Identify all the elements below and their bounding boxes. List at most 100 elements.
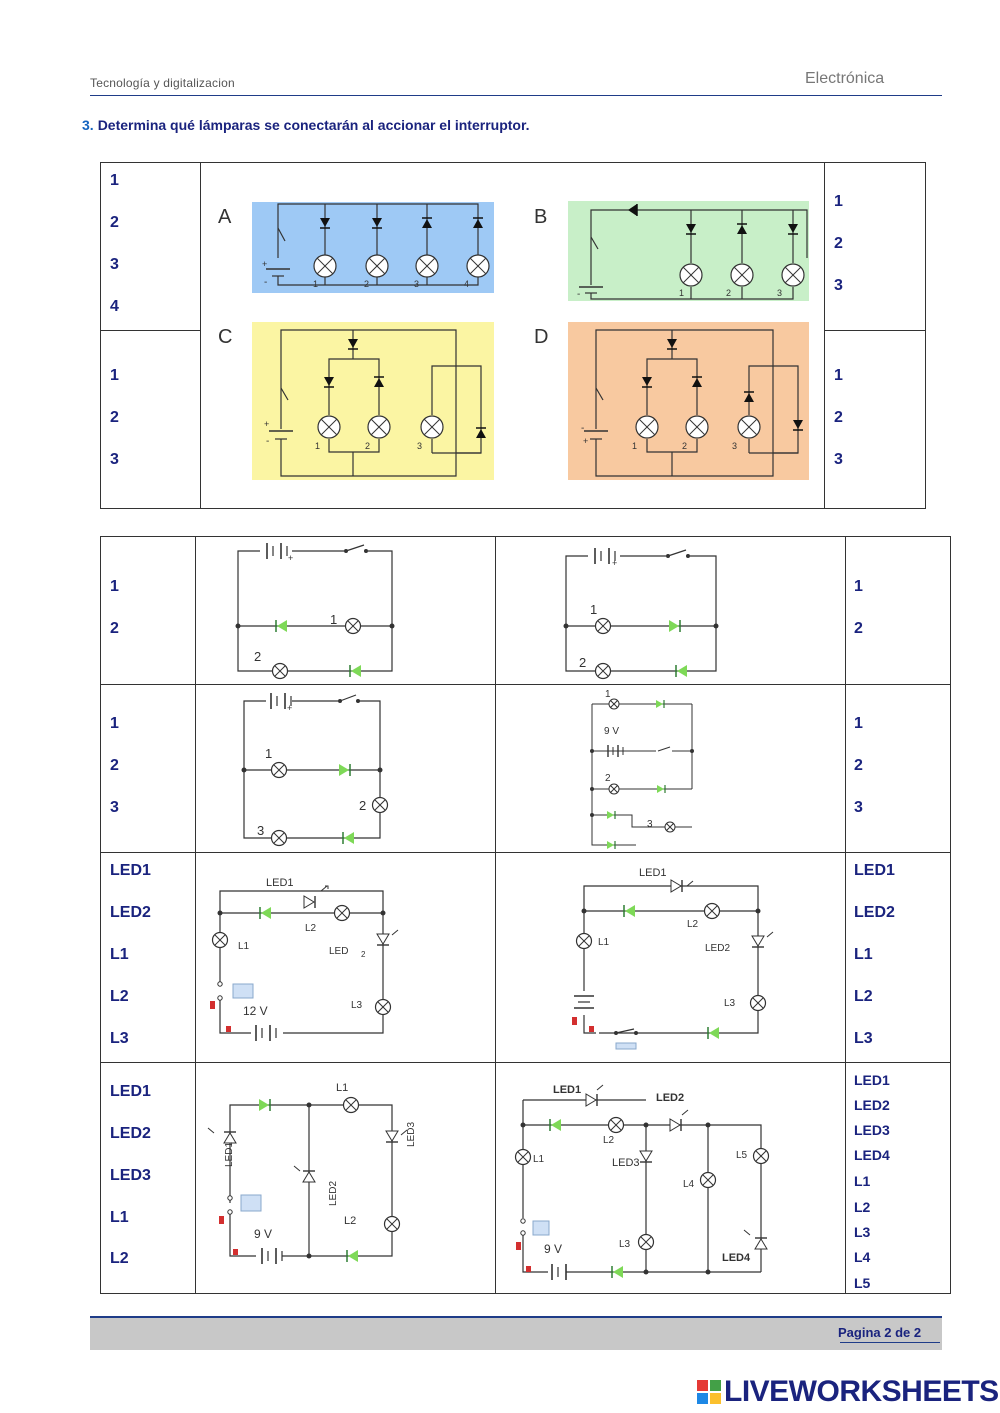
svg-text:LED2: LED2 bbox=[328, 1181, 339, 1206]
row4-right-label-l2[interactable]: L2 bbox=[854, 1199, 871, 1215]
row1-right-label-2[interactable]: 2 bbox=[854, 620, 863, 637]
answer-label-a-1[interactable]: 1 bbox=[110, 172, 119, 189]
row4-right-label-led4[interactable]: LED4 bbox=[854, 1147, 890, 1163]
svg-text:+: + bbox=[583, 436, 588, 446]
row4-right-label-l4[interactable]: L4 bbox=[854, 1249, 871, 1265]
table2-row-divider-2 bbox=[100, 852, 951, 853]
row1-right-label-1[interactable]: 1 bbox=[854, 578, 863, 595]
row2-right-label-3[interactable]: 3 bbox=[854, 799, 863, 816]
circuit-a-bg bbox=[252, 202, 494, 293]
svg-text:3: 3 bbox=[732, 441, 737, 451]
svg-text:2: 2 bbox=[359, 798, 366, 813]
svg-text:L2: L2 bbox=[687, 919, 699, 930]
row2-left-label-2[interactable]: 2 bbox=[110, 757, 119, 774]
row4-right-label-l3[interactable]: L3 bbox=[854, 1224, 871, 1240]
svg-text:LED1: LED1 bbox=[639, 867, 667, 879]
svg-text:LED: LED bbox=[329, 946, 348, 957]
row4-right-label-l5[interactable]: L5 bbox=[854, 1275, 871, 1291]
question-text: Determina qué lámparas se conectarán al … bbox=[97, 117, 530, 133]
row3-circuit-right: LED1 L1 L2 LED2 L3 bbox=[572, 867, 774, 1050]
table1-divider-right bbox=[824, 162, 825, 509]
row2-left-label-1[interactable]: 1 bbox=[110, 715, 119, 732]
row2-right-label-2[interactable]: 2 bbox=[854, 757, 863, 774]
row3-left-label-l1[interactable]: L1 bbox=[110, 946, 129, 963]
topic-header: Electrónica bbox=[805, 70, 885, 87]
svg-text:L2: L2 bbox=[305, 923, 317, 934]
svg-text:+: + bbox=[264, 419, 269, 429]
answer-label-c-2[interactable]: 2 bbox=[110, 409, 119, 426]
svg-text:LED4: LED4 bbox=[722, 1252, 751, 1264]
row4-left-label-l1[interactable]: L1 bbox=[110, 1209, 129, 1226]
svg-text:2: 2 bbox=[579, 655, 586, 670]
row3-right-label-l2[interactable]: L2 bbox=[854, 988, 873, 1005]
row4-left-label-l2[interactable]: L2 bbox=[110, 1250, 129, 1267]
row4-right-label-led1[interactable]: LED1 bbox=[854, 1072, 890, 1088]
footer-underline bbox=[840, 1342, 940, 1343]
svg-text:3: 3 bbox=[414, 279, 419, 289]
svg-text:9 V: 9 V bbox=[254, 1227, 272, 1241]
answer-label-d-2[interactable]: 2 bbox=[834, 409, 843, 426]
header-rule bbox=[90, 95, 942, 96]
row4-left-label-led2[interactable]: LED2 bbox=[110, 1125, 151, 1142]
row3-right-label-led2[interactable]: LED2 bbox=[854, 904, 895, 921]
svg-text:1: 1 bbox=[590, 602, 597, 617]
row4-right-label-led2[interactable]: LED2 bbox=[854, 1097, 890, 1113]
svg-text:12 V: 12 V bbox=[243, 1004, 268, 1018]
svg-text:-: - bbox=[577, 289, 580, 300]
answer-label-b-1[interactable]: 1 bbox=[834, 193, 843, 210]
svg-text:2: 2 bbox=[605, 773, 611, 784]
answer-label-d-1[interactable]: 1 bbox=[834, 367, 843, 384]
row3-right-label-l3[interactable]: L3 bbox=[854, 1030, 873, 1047]
row4-left-label-led1[interactable]: LED1 bbox=[110, 1083, 151, 1100]
svg-text:+: + bbox=[288, 553, 293, 563]
row3-right-label-led1[interactable]: LED1 bbox=[854, 862, 895, 879]
answer-label-b-2[interactable]: 2 bbox=[834, 235, 843, 252]
svg-text:1: 1 bbox=[313, 279, 318, 289]
answer-label-a-2[interactable]: 2 bbox=[110, 214, 119, 231]
svg-text:L2: L2 bbox=[344, 1215, 356, 1227]
row2-right-label-1[interactable]: 1 bbox=[854, 715, 863, 732]
row1-left-label-2[interactable]: 2 bbox=[110, 620, 119, 637]
row3-left-label-l2[interactable]: L2 bbox=[110, 988, 129, 1005]
svg-text:+: + bbox=[287, 703, 292, 713]
row3-left-label-led1[interactable]: LED1 bbox=[110, 862, 151, 879]
answer-label-a-3[interactable]: 3 bbox=[110, 256, 119, 273]
circuit-c-bg bbox=[252, 322, 494, 480]
answer-label-b-3[interactable]: 3 bbox=[834, 277, 843, 294]
footer-bar bbox=[90, 1316, 942, 1350]
svg-text:-: - bbox=[581, 423, 584, 434]
svg-text:3: 3 bbox=[777, 288, 782, 298]
svg-text:LED1: LED1 bbox=[553, 1084, 581, 1096]
table2-col-divider-2 bbox=[495, 536, 496, 1294]
circuit-d-letter: D bbox=[534, 326, 548, 348]
table2-col-divider-1 bbox=[195, 536, 196, 1294]
table2-col-divider-3 bbox=[845, 536, 846, 1294]
row4-right-label-led3[interactable]: LED3 bbox=[854, 1122, 890, 1138]
svg-text:9 V: 9 V bbox=[604, 726, 619, 737]
row2-left-label-3[interactable]: 3 bbox=[110, 799, 119, 816]
table1-row-divider-left bbox=[100, 330, 200, 331]
svg-text:LED3: LED3 bbox=[612, 1157, 640, 1169]
svg-text:1: 1 bbox=[679, 288, 684, 298]
circuit-a-letter: A bbox=[218, 206, 232, 228]
row3-left-label-l3[interactable]: L3 bbox=[110, 1030, 129, 1047]
svg-text:LED2: LED2 bbox=[705, 943, 730, 954]
table1-row-divider-right bbox=[824, 330, 926, 331]
row1-left-label-1[interactable]: 1 bbox=[110, 578, 119, 595]
answer-label-d-3[interactable]: 3 bbox=[834, 451, 843, 468]
answer-label-c-1[interactable]: 1 bbox=[110, 367, 119, 384]
liveworksheets-logo-text[interactable]: LIVEWORKSHEETS bbox=[724, 1375, 999, 1408]
svg-text:LED1: LED1 bbox=[224, 1142, 235, 1167]
svg-text:L5: L5 bbox=[736, 1150, 748, 1161]
row3-circuit-left: LED1 L1 L2 LED 2 L3 12 V bbox=[210, 877, 399, 1041]
question-heading: 3.Determina qué lámparas se conectarán a… bbox=[82, 117, 530, 133]
row4-left-label-led3[interactable]: LED3 bbox=[110, 1167, 151, 1184]
row1-circuit-left: + 1 2 bbox=[235, 543, 395, 680]
svg-text:LED2: LED2 bbox=[656, 1092, 684, 1104]
row3-left-label-led2[interactable]: LED2 bbox=[110, 904, 151, 921]
answer-label-c-3[interactable]: 3 bbox=[110, 451, 119, 468]
answer-label-a-4[interactable]: 4 bbox=[110, 298, 119, 315]
row3-right-label-l1[interactable]: L1 bbox=[854, 946, 873, 963]
row4-right-label-l1[interactable]: L1 bbox=[854, 1173, 871, 1189]
svg-text:2: 2 bbox=[726, 288, 731, 298]
